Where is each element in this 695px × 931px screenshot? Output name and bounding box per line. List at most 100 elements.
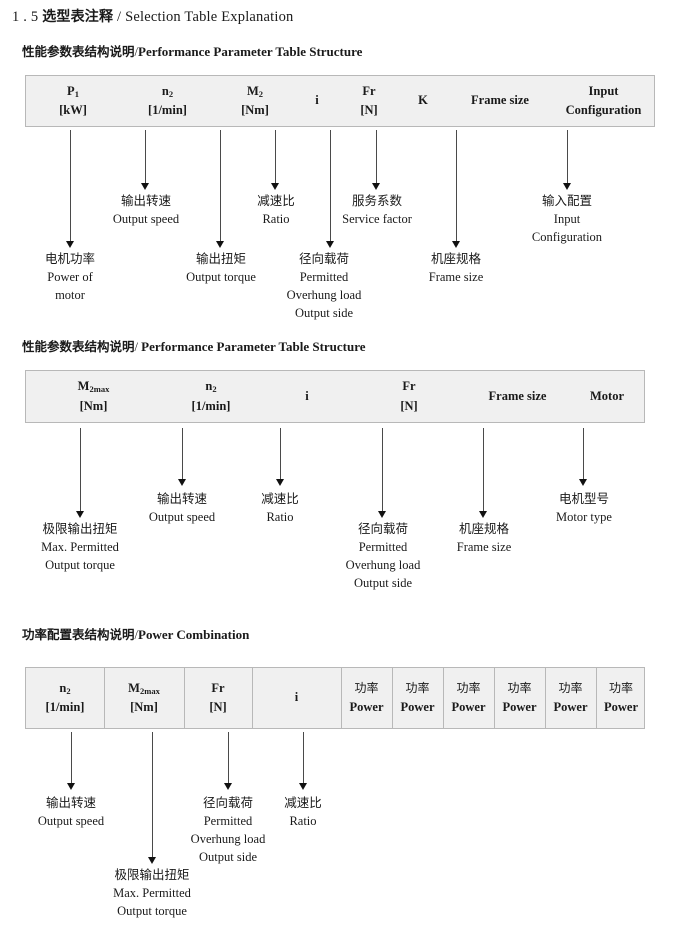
- table3-col-m2max-unit: [Nm]: [130, 700, 158, 714]
- table3-col-power-6: 功率 Power: [596, 668, 646, 728]
- table2-col-m2max-unit: [Nm]: [79, 398, 108, 413]
- table2-col-n2-unit: [1/min]: [191, 398, 231, 413]
- table2-col-m2max: M2max [Nm]: [26, 371, 161, 422]
- annotation-power-of-motor: 电机功率 Power of motor: [45, 250, 95, 304]
- table1-col-input-configuration: Input Configuration: [553, 76, 654, 126]
- annotation-en-line-1: Ratio: [289, 814, 317, 829]
- section-heading-en: Performance Parameter Table Structure: [138, 44, 363, 59]
- section-heading-cn: 性能参数表结构说明: [22, 339, 135, 354]
- annotation-en-line-2: Output torque: [117, 904, 187, 919]
- arrow-down-icon-output-torque: [216, 130, 225, 248]
- table1-col-frame-size-symbol: Frame size: [471, 93, 529, 108]
- section-heading-cn: 性能参数表结构说明: [22, 44, 135, 59]
- table2-col-n2-symbol: n2: [205, 379, 217, 395]
- table3-col-power-5-cn: 功率: [558, 681, 583, 696]
- annotation-frame-size-2: 机座规格 Frame size: [457, 520, 512, 556]
- page-title: 1 . 5 选型表注释 / Selection Table Explanatio…: [12, 6, 294, 26]
- table1-col-m2: M2 [Nm]: [215, 76, 295, 126]
- table3-col-fr-symbol: Fr: [211, 680, 225, 695]
- table3-col-m2max: M2max [Nm]: [104, 668, 184, 728]
- annotation-cn: 输出转速: [45, 795, 96, 810]
- arrow-down-icon-frame-size-2: [479, 428, 488, 518]
- annotation-en-line-2: motor: [55, 288, 85, 303]
- table1-col-n2-unit: [1/min]: [148, 103, 187, 117]
- table3-col-power-4: 功率 Power: [494, 668, 545, 728]
- annotation-cn: 极限输出扭矩: [42, 521, 118, 536]
- arrow-down-icon-ratio: [271, 130, 280, 190]
- annotation-cn: 减速比: [257, 193, 295, 208]
- annotation-max-permitted-output-torque: 极限输出扭矩 Max. Permitted Output torque: [41, 520, 119, 574]
- annotation-en-line-1: Permitted: [299, 270, 349, 285]
- annotation-en-line-1: Max. Permitted: [113, 886, 191, 901]
- table1-col-m2-unit: [Nm]: [241, 103, 269, 117]
- page-title-cn: 选型表注释: [42, 9, 114, 25]
- table2-col-i-symbol: i: [305, 388, 309, 403]
- table1-col-n2: n2 [1/min]: [120, 76, 215, 126]
- annotation-en-line-1: Output speed: [112, 212, 180, 227]
- annotation-output-speed-2: 输出转速 Output speed: [149, 490, 215, 526]
- annotation-cn: 电机型号: [558, 491, 609, 506]
- annotation-cn: 减速比: [284, 795, 322, 810]
- arrow-down-icon-max-permitted-output-torque: [76, 428, 85, 518]
- annotation-en-line-1: Motor type: [556, 510, 612, 525]
- power-combination-table: n2 [1/min] M2max [Nm] Fr [N] i 功率 Power …: [25, 667, 645, 729]
- table3-col-power-2: 功率 Power: [392, 668, 443, 728]
- annotation-en-line-1: Output torque: [186, 270, 256, 285]
- table2-col-i: i: [261, 371, 353, 422]
- table3-col-power-5: 功率 Power: [545, 668, 596, 728]
- annotation-ratio-2: 减速比 Ratio: [261, 490, 299, 526]
- table1-col-k-symbol: K: [418, 93, 428, 108]
- table3-col-power-4-cn: 功率: [507, 681, 532, 696]
- performance-parameter-table-1: P1 [kW] n2 [1/min] M2 [Nm] i Fr [N] K Fr…: [25, 75, 655, 127]
- annotation-cn: 径向载荷: [202, 795, 254, 810]
- annotation-cn: 机座规格: [430, 251, 481, 266]
- annotation-output-torque: 输出扭矩 Output torque: [186, 250, 256, 286]
- annotation-frame-size: 机座规格 Frame size: [429, 250, 484, 286]
- table3-col-power-1: 功率 Power: [341, 668, 392, 728]
- annotation-cn: 输出扭矩: [195, 251, 247, 266]
- table3-col-i-symbol: i: [294, 690, 299, 705]
- annotation-en-line-1: Ratio: [262, 212, 290, 227]
- table1-col-fr: Fr [N]: [339, 76, 399, 126]
- page-title-number: 1 . 5: [12, 9, 39, 25]
- annotation-en-line-1: Permitted: [203, 814, 253, 829]
- table3-col-power-3-cn: 功率: [456, 681, 481, 696]
- section-heading-separator: /: [134, 45, 138, 59]
- table2-col-m2max-symbol: M2max: [77, 379, 110, 395]
- annotation-en-line-1: Output speed: [148, 510, 216, 525]
- table2-col-motor-symbol: Motor: [589, 388, 624, 403]
- annotation-cn: 输出转速: [120, 193, 171, 208]
- annotation-permitted-overhung-load-2: 径向载荷 Permitted Overhung load Output side: [346, 520, 421, 593]
- arrow-down-icon-permitted-overhung-load-3: [224, 732, 233, 790]
- annotation-cn: 输出转速: [156, 491, 207, 506]
- annotation-en-line-3: Output side: [354, 576, 412, 591]
- annotation-service-factor: 服务系数 Service factor: [342, 192, 412, 228]
- annotation-output-speed: 输出转速 Output speed: [113, 192, 179, 228]
- table2-col-fr-unit: [N]: [400, 398, 418, 413]
- annotation-en-line-3: Output side: [199, 850, 257, 865]
- table3-col-power-2-en: Power: [400, 699, 435, 714]
- annotation-cn: 机座规格: [458, 521, 509, 536]
- arrow-down-icon-permitted-overhung-load: [326, 130, 335, 248]
- arrow-down-icon-output-speed-3: [67, 732, 76, 790]
- table2-col-n2: n2 [1/min]: [161, 371, 261, 422]
- annotation-en-line-1: Input: [553, 212, 581, 227]
- annotation-cn: 输入配置: [541, 193, 593, 208]
- annotation-cn: 极限输出扭矩: [114, 867, 190, 882]
- annotation-permitted-overhung-load: 径向载荷 Permitted Overhung load Output side: [287, 250, 362, 323]
- annotation-en-line-1: Output speed: [37, 814, 105, 829]
- section-heading-power-combination: 功率配置表结构说明/Power Combination: [22, 624, 249, 643]
- section-heading-cn: 功率配置表结构说明: [22, 627, 135, 642]
- table3-col-power-5-en: Power: [553, 699, 588, 714]
- table3-col-fr: Fr [N]: [184, 668, 252, 728]
- arrow-down-icon-frame-size: [452, 130, 461, 248]
- performance-parameter-table-2: M2max [Nm] n2 [1/min] i Fr [N] Frame siz…: [25, 370, 645, 423]
- arrow-down-icon-output-speed-2: [178, 428, 187, 486]
- table3-col-n2-unit: [1/min]: [45, 700, 85, 714]
- annotation-cn: 电机功率: [44, 251, 96, 266]
- table3-col-power-6-en: Power: [603, 699, 638, 714]
- table3-col-power-1-en: Power: [349, 699, 384, 714]
- annotation-en-line-2: Output torque: [45, 558, 115, 573]
- table2-col-fr-symbol: Fr: [402, 379, 416, 394]
